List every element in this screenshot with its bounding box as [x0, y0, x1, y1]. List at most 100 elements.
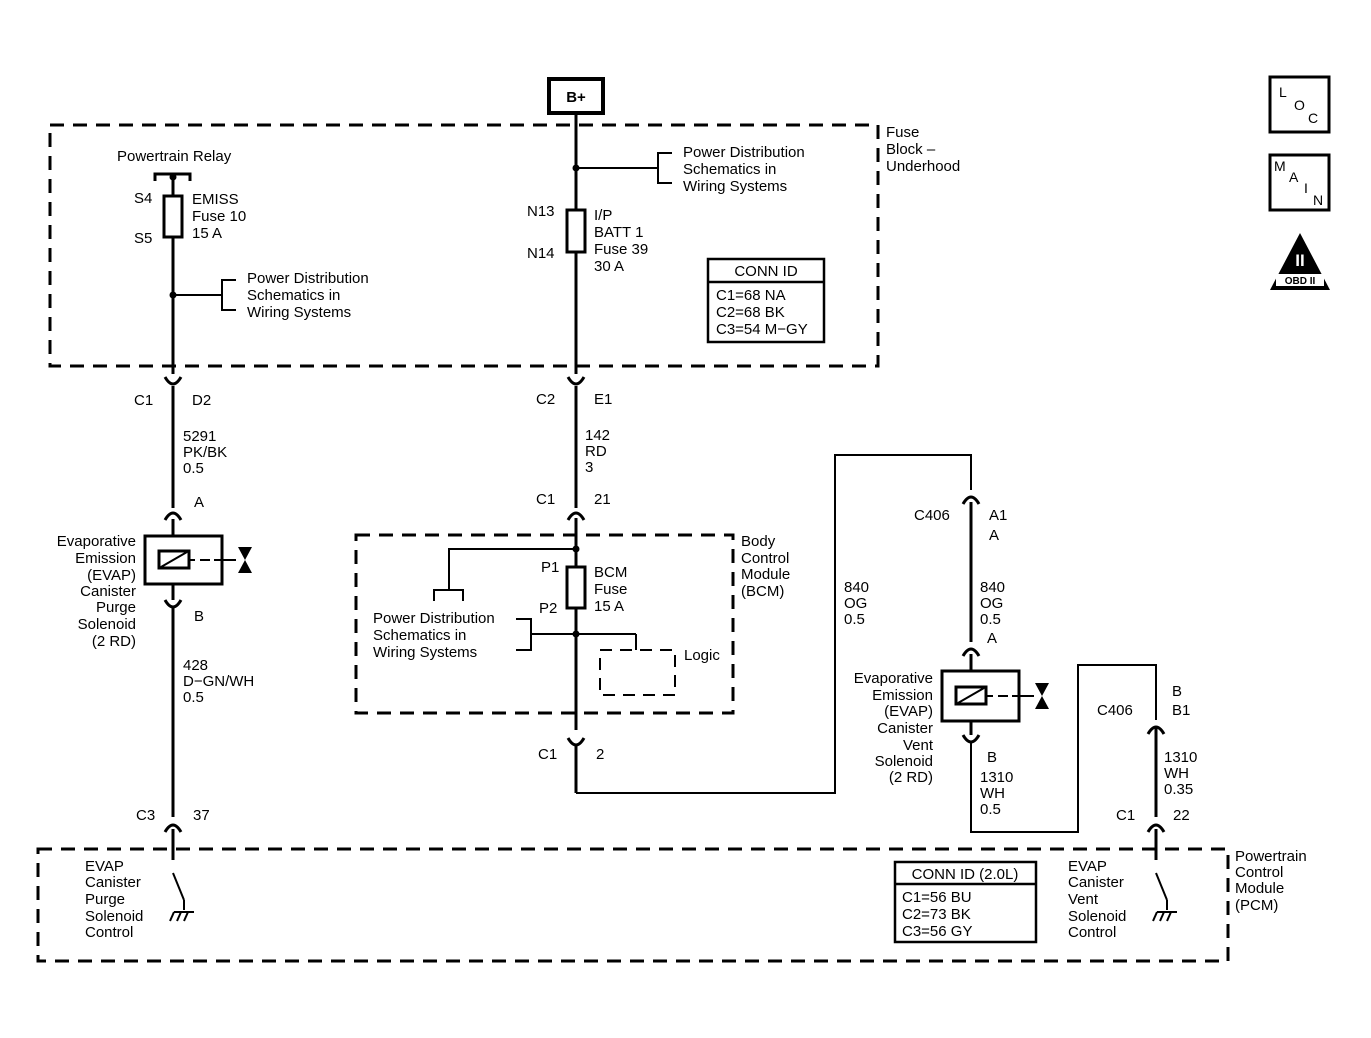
svg-text:(EVAP): (EVAP) — [884, 703, 933, 720]
svg-text:0.5: 0.5 — [980, 801, 1001, 818]
svg-text:B+: B+ — [566, 89, 586, 106]
svg-text:BATT 1: BATT 1 — [594, 224, 643, 241]
svg-text:Purge: Purge — [85, 891, 125, 908]
bcm-logic-box — [599, 649, 676, 696]
svg-text:Fuse 10: Fuse 10 — [192, 208, 246, 225]
svg-text:II: II — [1295, 251, 1304, 270]
svg-text:21: 21 — [594, 491, 611, 508]
svg-text:0.5: 0.5 — [183, 689, 204, 706]
connector-c1-22 — [1146, 823, 1166, 833]
svg-text:Wiring Systems: Wiring Systems — [683, 178, 787, 195]
svg-text:Schematics in: Schematics in — [373, 627, 466, 644]
svg-text:Underhood: Underhood — [886, 158, 960, 175]
bcm-label: Body Control Module (BCM) — [741, 533, 790, 600]
svg-text:37: 37 — [193, 807, 210, 824]
power-distribution-label-center: Power Distribution Schematics in Wiring … — [683, 144, 805, 195]
valve-icon — [1035, 683, 1049, 709]
svg-text:C3=56 GY: C3=56 GY — [902, 923, 972, 940]
svg-text:C1=68 NA: C1=68 NA — [716, 287, 786, 304]
powertrain-relay-label: Powertrain Relay — [117, 148, 232, 165]
svg-text:Fuse: Fuse — [594, 581, 627, 598]
purge-solenoid — [143, 534, 236, 586]
svg-text:Vent: Vent — [1068, 891, 1099, 908]
wire-840-bcm-label: 840 OG 0.5 — [844, 579, 869, 628]
svg-text:A: A — [1289, 169, 1299, 185]
svg-text:B1: B1 — [1172, 702, 1190, 719]
svg-text:840: 840 — [980, 579, 1005, 596]
svg-text:A: A — [194, 494, 204, 511]
pcm-label: Powertrain Control Module (PCM) — [1235, 848, 1307, 914]
svg-text:OG: OG — [844, 595, 867, 612]
svg-text:Body: Body — [741, 533, 776, 550]
main-icon[interactable]: M A I N — [1268, 153, 1331, 212]
svg-text:Schematics in: Schematics in — [247, 287, 340, 304]
svg-text:M: M — [1274, 158, 1286, 174]
svg-text:WH: WH — [980, 785, 1005, 802]
power-distribution-label-bcm: Power Distribution Schematics in Wiring … — [373, 610, 495, 661]
obd-ii-icon[interactable]: II OBD II — [1270, 233, 1330, 290]
svg-text:(BCM): (BCM) — [741, 583, 784, 600]
svg-text:Block –: Block – — [886, 141, 936, 158]
svg-text:D−GN/WH: D−GN/WH — [183, 673, 254, 690]
svg-text:Power Distribution: Power Distribution — [247, 270, 369, 287]
fuse-block-outline — [48, 123, 880, 368]
svg-text:C2: C2 — [536, 391, 555, 408]
svg-text:3: 3 — [585, 459, 593, 476]
svg-text:CONN ID (2.0L): CONN ID (2.0L) — [912, 866, 1019, 883]
svg-text:2: 2 — [596, 746, 604, 763]
svg-text:C406: C406 — [1097, 702, 1133, 719]
svg-text:P2: P2 — [539, 600, 557, 617]
svg-text:N: N — [1313, 192, 1323, 208]
svg-text:15 A: 15 A — [192, 225, 222, 242]
emiss-fuse-label: S4 S5 EMISS Fuse 10 15 A — [134, 190, 246, 247]
svg-text:P1: P1 — [541, 559, 559, 576]
svg-text:S5: S5 — [134, 230, 152, 247]
pcm-vent-control-label: EVAP Canister Vent Solenoid Control — [1068, 858, 1126, 941]
svg-text:Module: Module — [1235, 880, 1284, 897]
svg-text:Evaporative: Evaporative — [57, 533, 136, 550]
svg-text:Wiring Systems: Wiring Systems — [247, 304, 351, 321]
svg-text:EVAP: EVAP — [1068, 858, 1107, 875]
bcm-fuse — [565, 565, 587, 610]
bcm-fuse-label: P1 P2 BCM Fuse 15 A Logic — [539, 559, 720, 664]
svg-text:OG: OG — [980, 595, 1003, 612]
svg-text:A: A — [987, 630, 997, 647]
wire-142-label: 142 RD 3 — [585, 427, 610, 476]
svg-text:Canister: Canister — [80, 583, 136, 600]
svg-text:1310: 1310 — [980, 769, 1013, 786]
conn-id-fuse-block: CONN ID C1=68 NA C2=68 BK C3=54 M−GY — [706, 257, 826, 344]
svg-text:Wiring Systems: Wiring Systems — [373, 644, 477, 661]
svg-text:0.35: 0.35 — [1164, 781, 1193, 798]
svg-text:(EVAP): (EVAP) — [87, 567, 136, 584]
svg-text:5291: 5291 — [183, 428, 216, 445]
svg-text:(2 RD): (2 RD) — [92, 633, 136, 650]
svg-text:0.5: 0.5 — [183, 460, 204, 477]
svg-text:Solenoid: Solenoid — [1068, 908, 1126, 925]
svg-text:Solenoid: Solenoid — [78, 616, 136, 633]
svg-text:Canister: Canister — [85, 874, 141, 891]
svg-text:C2=73 BK: C2=73 BK — [902, 906, 971, 923]
wire-5291-label: 5291 PK/BK 0.5 — [183, 428, 227, 477]
ip-batt-fuse-label: N13 N14 I/P BATT 1 Fuse 39 30 A — [527, 203, 648, 275]
wire-840-vent-label: 840 OG 0.5 — [980, 579, 1005, 628]
svg-text:C1: C1 — [134, 392, 153, 409]
valve-icon — [238, 547, 252, 573]
svg-text:A1: A1 — [989, 507, 1007, 524]
loc-icon[interactable]: L O C — [1268, 75, 1331, 134]
svg-text:C1: C1 — [1116, 807, 1135, 824]
svg-text:C1: C1 — [538, 746, 557, 763]
svg-text:Powertrain: Powertrain — [1235, 848, 1307, 865]
svg-text:Emission: Emission — [75, 550, 136, 567]
svg-text:PK/BK: PK/BK — [183, 444, 227, 461]
svg-text:428: 428 — [183, 657, 208, 674]
svg-text:B: B — [987, 749, 997, 766]
svg-text:Canister: Canister — [1068, 874, 1124, 891]
emiss-fuse — [162, 194, 184, 239]
svg-text:C2=68 BK: C2=68 BK — [716, 304, 785, 321]
svg-text:(PCM): (PCM) — [1235, 897, 1278, 914]
svg-text:22: 22 — [1173, 807, 1190, 824]
svg-text:C3=54 M−GY: C3=54 M−GY — [716, 321, 808, 338]
svg-text:Solenoid: Solenoid — [875, 753, 933, 770]
pcm-purge-driver — [169, 872, 194, 922]
